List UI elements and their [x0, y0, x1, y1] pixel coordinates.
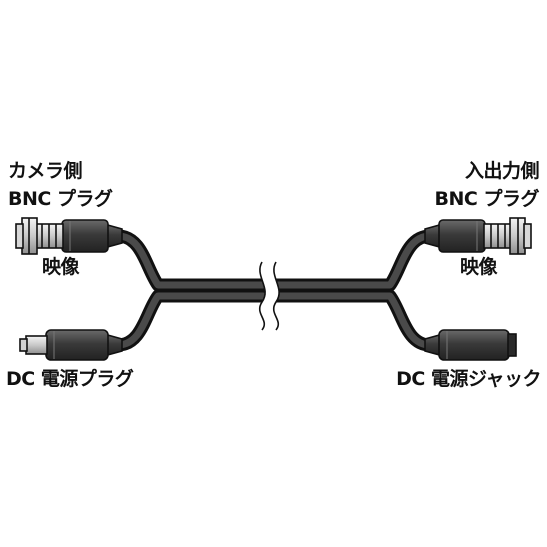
- label-camera-side: カメラ側: [8, 160, 83, 182]
- label-right-video: 映像: [459, 256, 498, 278]
- label-dc-power-jack: DC 電源ジャック: [396, 368, 541, 390]
- label-dc-power-plug: DC 電源プラグ: [6, 368, 134, 390]
- label-input-output-side: 入出力側: [464, 160, 540, 182]
- label-left-video: 映像: [42, 256, 80, 278]
- cable-bottom-right-outline: [268, 289, 437, 352]
- label-right-bnc-plug: BNC プラグ: [434, 188, 540, 210]
- right-dc-jack: [424, 329, 517, 361]
- right-bnc-plug: [424, 217, 532, 255]
- cable-top-right-outline: [268, 229, 437, 292]
- cable-bottom-left-outline: [111, 289, 270, 352]
- label-left-bnc-plug: BNC プラグ: [8, 188, 113, 210]
- cable-top-left-outline: [111, 229, 270, 292]
- left-bnc-plug: [15, 217, 123, 255]
- cable-group: [111, 229, 437, 352]
- cable-break-mark: [258, 261, 280, 331]
- left-dc-plug: [19, 329, 123, 361]
